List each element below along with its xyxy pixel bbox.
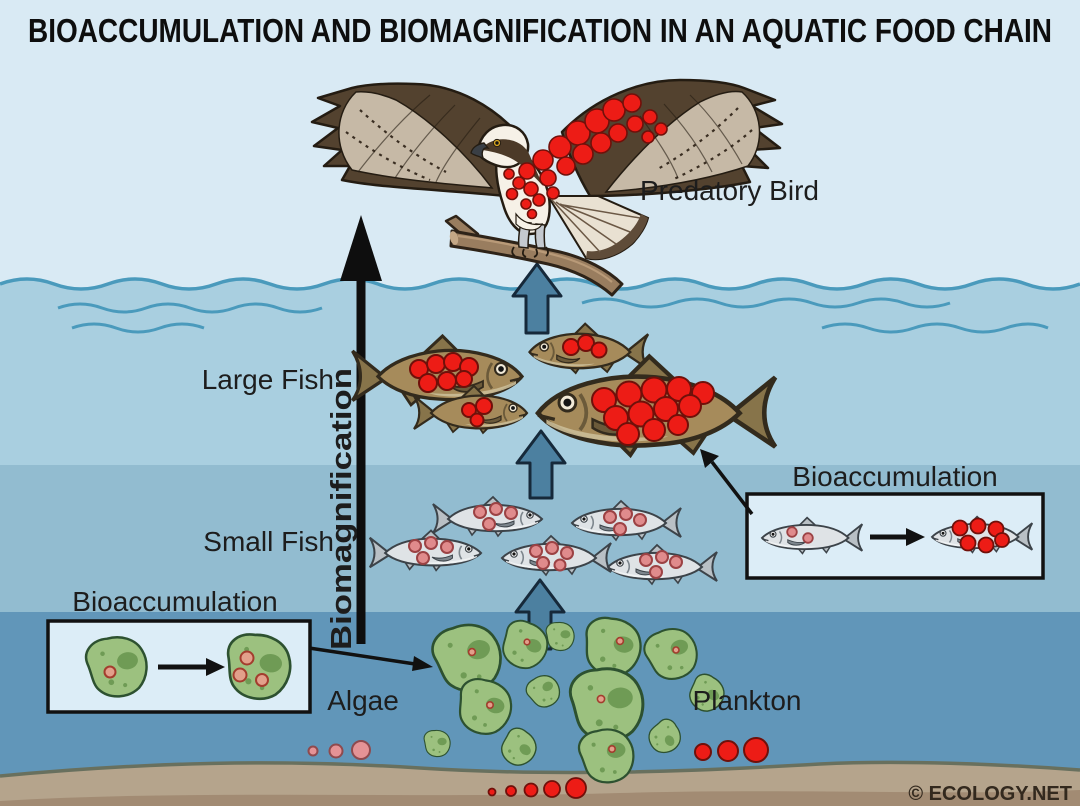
copyright-watermark: © ECOLOGY.NET bbox=[908, 783, 1072, 805]
seabed-toxin-dots-row bbox=[487, 777, 587, 799]
small-fish-label: Small Fish bbox=[203, 526, 334, 557]
algae-label: Algae bbox=[327, 685, 399, 716]
bioaccumulation-inset-left bbox=[46, 619, 433, 714]
small-fish-group bbox=[368, 496, 718, 585]
predatory-bird-label: Predatory Bird bbox=[640, 175, 819, 206]
bird-toxin-dots bbox=[503, 93, 668, 220]
transfer-arrow-top bbox=[511, 262, 563, 335]
plankton-toxin-dots-row bbox=[694, 737, 769, 763]
inset-right-after-dots bbox=[951, 517, 1010, 554]
large-fish-label: Large Fish bbox=[202, 364, 334, 395]
diagram-title: BIOACCUMULATION AND BIOMAGNIFICATION IN … bbox=[28, 12, 1052, 49]
bioaccumulation-right-label: Bioaccumulation bbox=[792, 461, 997, 492]
transfer-arrow-middle bbox=[515, 429, 567, 500]
bioaccumulation-left-label: Bioaccumulation bbox=[72, 586, 277, 617]
biomagnification-arrow bbox=[340, 215, 382, 644]
biomagnification-label: Biomagnification bbox=[326, 368, 358, 650]
large-fish-group bbox=[350, 322, 776, 455]
seabed bbox=[0, 760, 1080, 806]
bioaccumulation-inset-right bbox=[700, 449, 1045, 580]
wave-squiggles bbox=[57, 297, 1049, 334]
algae-cluster bbox=[423, 613, 732, 788]
pink-toxin-dots-row bbox=[307, 740, 371, 760]
inset-right-before-dots bbox=[786, 526, 814, 544]
algae-toxin-dots bbox=[467, 636, 680, 753]
large-fish-toxin-dots bbox=[409, 334, 715, 446]
toxin-transfer-arrows bbox=[511, 262, 567, 651]
plankton-label: Plankton bbox=[693, 685, 802, 716]
water-surface-layer bbox=[0, 279, 1080, 466]
small-fish-toxin-dots bbox=[408, 502, 683, 579]
osprey-illustration bbox=[310, 78, 784, 297]
inset-left-toxin-dots bbox=[232, 650, 269, 687]
